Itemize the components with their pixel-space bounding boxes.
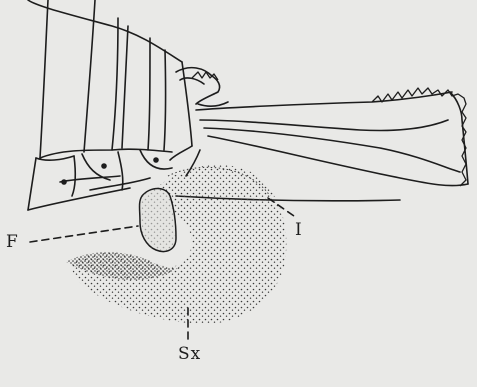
serrated-edge xyxy=(372,88,466,186)
everted-sac-sx xyxy=(72,165,286,324)
label-sx: Sx xyxy=(178,346,201,363)
abdominal-segments xyxy=(28,0,192,210)
label-f: F xyxy=(6,234,18,251)
lobe-f-stipple xyxy=(140,189,177,252)
label-i: I xyxy=(295,222,302,239)
